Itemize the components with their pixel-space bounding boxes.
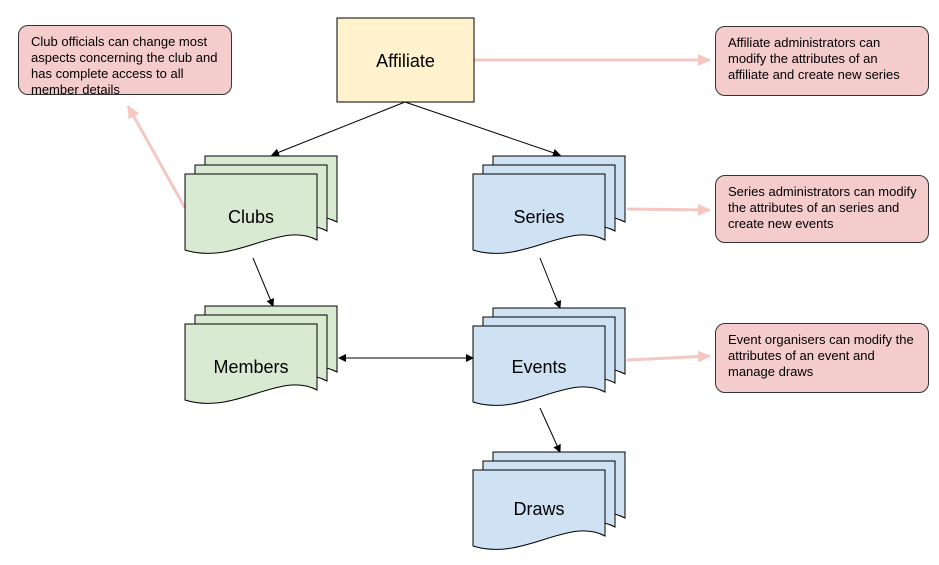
affiliate-admin-note-text: Affiliate administrators can modify the … — [728, 35, 900, 82]
members-label: Members — [213, 357, 288, 377]
series-admin-note-text: Series administrators can modify the att… — [728, 184, 917, 231]
draws-node: Draws — [472, 451, 626, 550]
club-officials-note: Club officials can change most aspects c… — [18, 25, 232, 97]
club-officials-note-text: Club officials can change most aspects c… — [31, 34, 218, 97]
series-admin-note: Series administrators can modify the att… — [715, 175, 929, 243]
connectors — [252, 101, 562, 453]
note-arrow-series — [626, 203, 711, 216]
affiliate-admin-note: Affiliate administrators can modify the … — [715, 26, 929, 96]
edge-series-events — [539, 257, 562, 309]
affiliate-node: Affiliate — [336, 17, 475, 103]
events-node: Events — [472, 307, 626, 406]
document-sheet — [184, 323, 318, 404]
edge-clubs-members — [252, 257, 274, 307]
note-connectors — [126, 54, 711, 363]
document-sheet — [472, 173, 606, 254]
document-sheet — [472, 325, 606, 406]
note-arrow-club — [126, 105, 187, 209]
clubs-node: Clubs — [184, 155, 338, 254]
document-sheet — [184, 173, 318, 254]
series-node: Series — [472, 155, 626, 254]
draws-label: Draws — [513, 499, 564, 519]
event-organisers-note-text: Event organisers can modify the attribut… — [728, 332, 914, 379]
series-label: Series — [513, 207, 564, 227]
note-arrow-event — [626, 350, 711, 363]
edge-affiliate-clubs — [271, 101, 406, 157]
edge-affiliate-series — [404, 101, 561, 157]
edge-events-draws — [539, 407, 561, 453]
event-organisers-note: Event organisers can modify the attribut… — [715, 323, 929, 393]
members-node: Members — [184, 305, 338, 404]
document-sheet — [472, 469, 606, 550]
clubs-label: Clubs — [228, 207, 274, 227]
affiliate-label: Affiliate — [376, 51, 435, 71]
events-label: Events — [511, 357, 566, 377]
